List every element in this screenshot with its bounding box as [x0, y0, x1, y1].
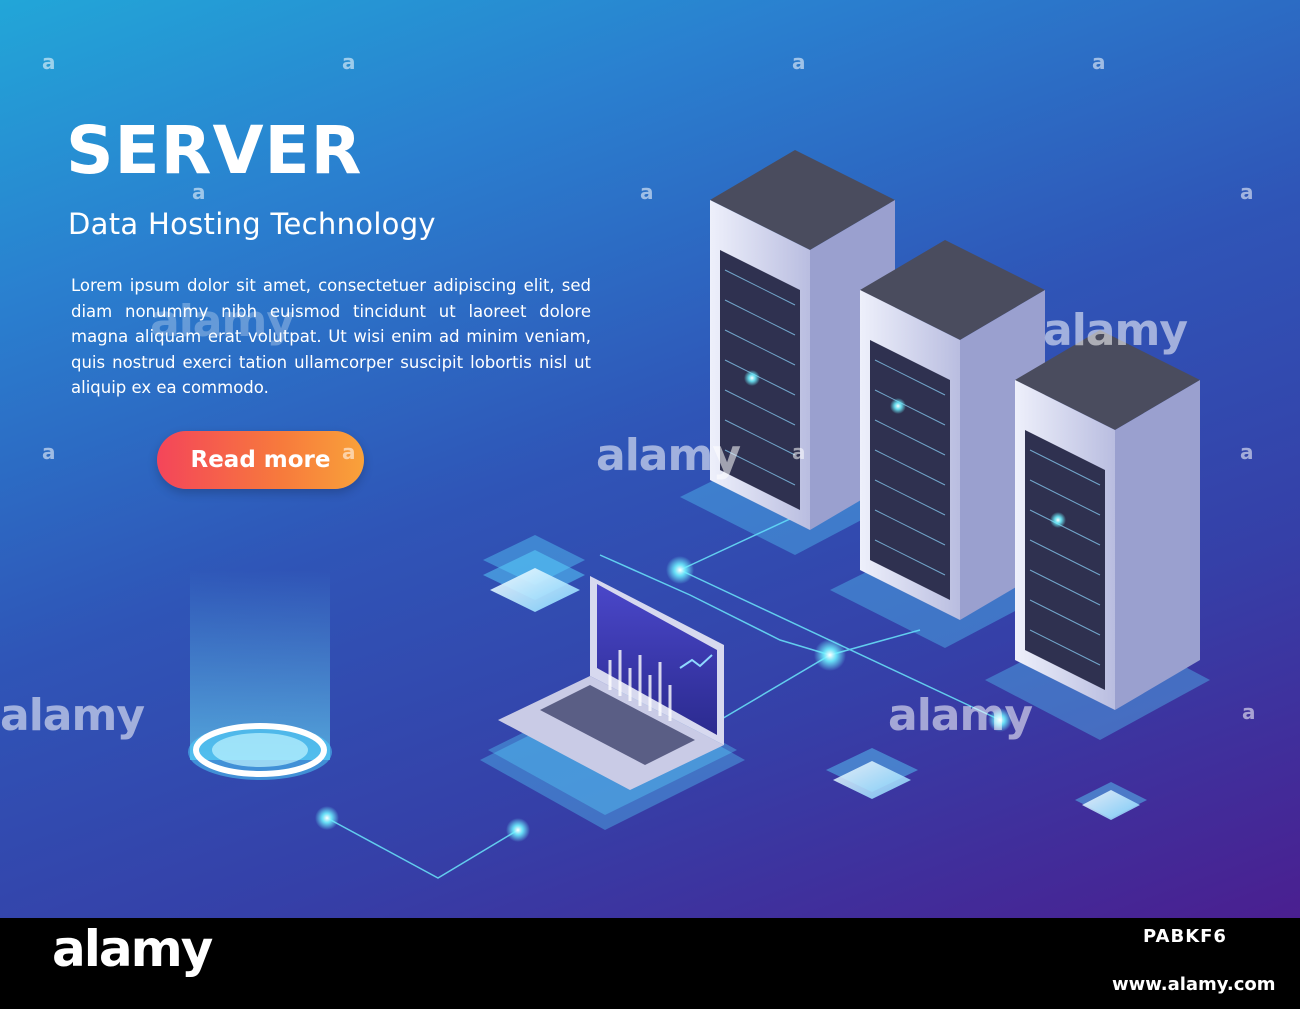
watermark: a	[1240, 180, 1254, 204]
watermark: alamy	[0, 690, 145, 741]
chip-icon	[483, 535, 585, 612]
isometric-scene	[188, 150, 1210, 879]
footer-bar	[0, 918, 1300, 1009]
image-id: PABKF6	[1143, 926, 1227, 947]
hero-description: Lorem ipsum dolor sit amet, consectetuer…	[71, 276, 591, 397]
watermark: a	[1092, 50, 1106, 74]
read-more-button[interactable]: Read more	[157, 431, 364, 489]
laptop-icon	[480, 576, 745, 830]
footer-logo: alamy	[52, 920, 213, 978]
network-lines	[326, 504, 1001, 879]
hologram-pad-icon	[188, 570, 332, 780]
watermark: a	[640, 180, 654, 204]
hero-banner: SERVER Data Hosting Technology Lorem ips…	[0, 0, 1300, 918]
server-rack-icon	[985, 330, 1210, 740]
watermark: alamy	[596, 430, 741, 481]
watermark: alamy	[1043, 305, 1188, 356]
chip-icon	[826, 748, 918, 799]
watermark: a	[342, 50, 356, 74]
page-subtitle: Data Hosting Technology	[68, 207, 436, 241]
watermark: alamy	[150, 296, 295, 347]
chip-icon	[1075, 782, 1147, 820]
watermark: a	[1242, 700, 1256, 724]
watermark: a	[342, 440, 356, 464]
page-title: SERVER	[66, 112, 363, 189]
watermark: a	[192, 180, 206, 204]
watermark: alamy	[888, 690, 1033, 741]
network-nodes	[315, 556, 1012, 842]
watermark: a	[1240, 440, 1254, 464]
watermark: a	[792, 50, 806, 74]
footer-url[interactable]: www.alamy.com	[1112, 974, 1276, 995]
watermark: a	[792, 440, 806, 464]
watermark: a	[42, 50, 56, 74]
watermark: a	[42, 440, 56, 464]
